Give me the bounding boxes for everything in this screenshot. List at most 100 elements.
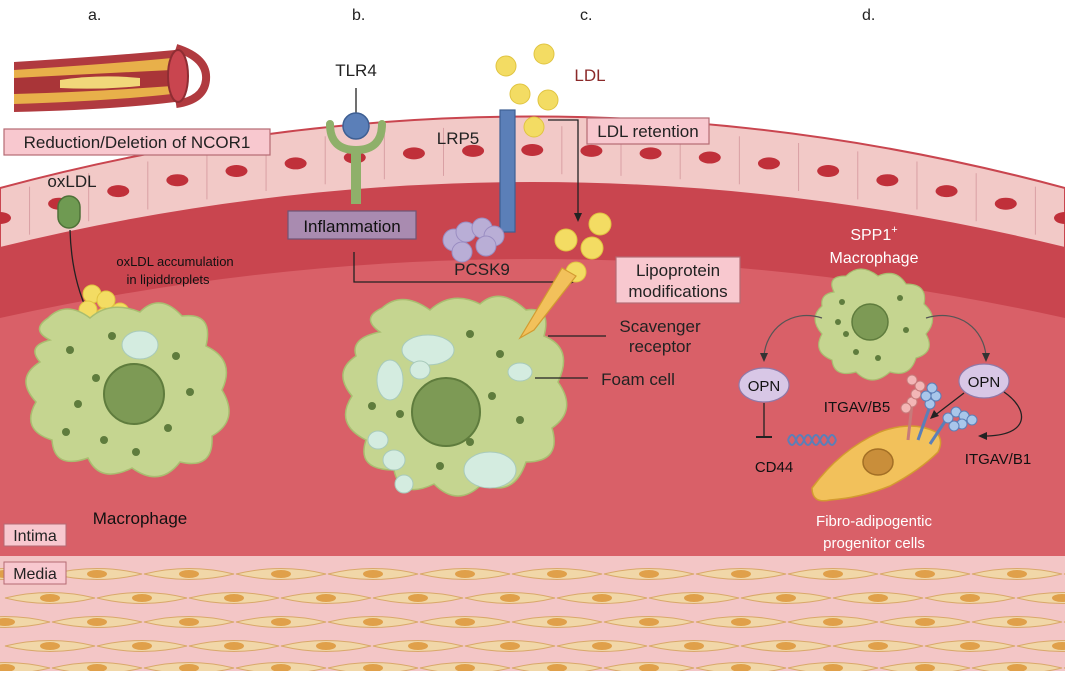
smooth-muscle-nucleus (87, 618, 107, 626)
endothelial-nucleus (876, 174, 899, 187)
smooth-muscle-nucleus (731, 664, 751, 671)
oxldl-particle (57, 195, 81, 229)
scavenger-label-1: Scavenger (619, 317, 701, 336)
smooth-muscle-nucleus (224, 594, 244, 602)
smooth-muscle-nucleus (87, 570, 107, 578)
smooth-muscle-nucleus (915, 618, 935, 626)
smooth-muscle-nucleus (823, 570, 843, 578)
endothelial-nucleus (0, 212, 11, 224)
accumulation-label-1: oxLDL accumulation (116, 254, 233, 269)
tlr4-receptor (326, 88, 386, 204)
oxldl-label: oxLDL (47, 172, 96, 191)
smooth-muscle-nucleus (363, 570, 383, 578)
endothelial-nucleus (107, 185, 130, 198)
ncor1-label: Reduction/Deletion of NCOR1 (24, 133, 251, 152)
endothelial-nucleus (935, 185, 958, 198)
foam-cell-label: Foam cell (601, 370, 675, 389)
smooth-muscle-nucleus (960, 642, 980, 650)
smooth-muscle-nucleus (1052, 594, 1065, 602)
smooth-muscle-nucleus (731, 570, 751, 578)
smooth-muscle-nucleus (0, 664, 15, 671)
smooth-muscle-nucleus (0, 618, 15, 626)
fap-label-1: Fibro-adipogentic (816, 513, 932, 530)
smooth-muscle-nucleus (868, 642, 888, 650)
endothelial-nucleus (225, 164, 248, 177)
smooth-muscle-nucleus (408, 594, 428, 602)
spp1-label: SPP1+ (850, 224, 897, 244)
tlr4-label: TLR4 (335, 61, 377, 80)
smooth-muscle-nucleus (868, 594, 888, 602)
lipoprotein-label-2: modifications (628, 282, 727, 301)
ldl-retention-arrow (548, 119, 579, 216)
panel-label-a: a. (88, 7, 101, 24)
ncor1-label-box (3, 128, 271, 156)
smooth-muscle-nucleus (639, 664, 659, 671)
smooth-muscle-cell (1016, 592, 1065, 604)
spp1-to-opn-left-arrowhead (760, 353, 768, 362)
endothelial-nucleus (284, 157, 307, 170)
opn-right-bubble (958, 363, 1010, 399)
endothelial-nucleus (757, 157, 780, 170)
foam-cell (342, 267, 577, 497)
panel-label-b: b. (352, 7, 365, 24)
media-tag-box (3, 561, 67, 585)
opn-right-label: OPN (968, 374, 1001, 391)
opn-to-b5-arrowhead (930, 410, 939, 419)
smooth-muscle-nucleus (179, 618, 199, 626)
smooth-muscle-nucleus (592, 642, 612, 650)
smooth-muscle-nucleus (592, 594, 612, 602)
itgav-b1-integrin (928, 406, 978, 445)
fap-label-2: progenitor cells (823, 535, 925, 552)
endothelial-nucleus (698, 151, 721, 164)
smooth-muscle-nucleus (639, 618, 659, 626)
fap-cell (811, 425, 942, 502)
smooth-muscle-nucleus (40, 594, 60, 602)
smooth-muscle-nucleus (271, 618, 291, 626)
smooth-muscle-nucleus (316, 594, 336, 602)
lrp5-receptor (499, 109, 516, 233)
endothelial-nucleus (639, 147, 662, 160)
ldl-retention-box (586, 117, 710, 145)
smooth-muscle-nucleus (823, 618, 843, 626)
pcsk9-protein (442, 217, 505, 263)
smooth-muscle-nucleus (731, 618, 751, 626)
macrophage-label: Macrophage (93, 509, 188, 528)
cd44-receptor (787, 434, 837, 446)
smooth-muscle-nucleus (363, 618, 383, 626)
itgav-b5-label: ITGAV/B5 (824, 399, 890, 416)
opn-to-b1-arrow (983, 391, 1023, 437)
opn-to-b5-arrow (933, 392, 965, 417)
macrophage-cell (25, 302, 230, 478)
smooth-muscle-nucleus (1007, 570, 1027, 578)
artery-plaque-icon (14, 44, 211, 112)
smooth-muscle-nucleus (684, 594, 704, 602)
ldl-retention-arrowhead (574, 213, 582, 222)
smooth-muscle-nucleus (87, 664, 107, 671)
endothelial-nucleus (1054, 212, 1065, 224)
smooth-muscle-nucleus (684, 642, 704, 650)
lipoprotein-box (615, 256, 741, 304)
opn-left-bubble (738, 367, 790, 403)
smooth-muscle-nucleus (179, 570, 199, 578)
endothelial-nucleus (580, 144, 603, 157)
smooth-muscle-nucleus (455, 570, 475, 578)
spp1-macrophage-cell (814, 268, 934, 381)
smooth-muscle-nucleus (455, 664, 475, 671)
smooth-muscle-nucleus (823, 664, 843, 671)
smooth-muscle-nucleus (224, 642, 244, 650)
ldl-label: LDL (574, 66, 605, 85)
scavenger-label-2: receptor (629, 337, 692, 356)
smooth-muscle-cell (1016, 640, 1065, 652)
smooth-muscle-nucleus (132, 642, 152, 650)
ldl-retention-label: LDL retention (597, 122, 698, 141)
smooth-muscle-nucleus (1007, 618, 1027, 626)
smooth-muscle-nucleus (915, 664, 935, 671)
inflammation-box (287, 210, 417, 240)
lrp5-label: LRP5 (437, 129, 480, 148)
smooth-muscle-nucleus (455, 618, 475, 626)
endothelial-cells (0, 126, 1065, 235)
intima-tag: Intima (13, 528, 57, 545)
panel-label-d: d. (862, 7, 875, 24)
